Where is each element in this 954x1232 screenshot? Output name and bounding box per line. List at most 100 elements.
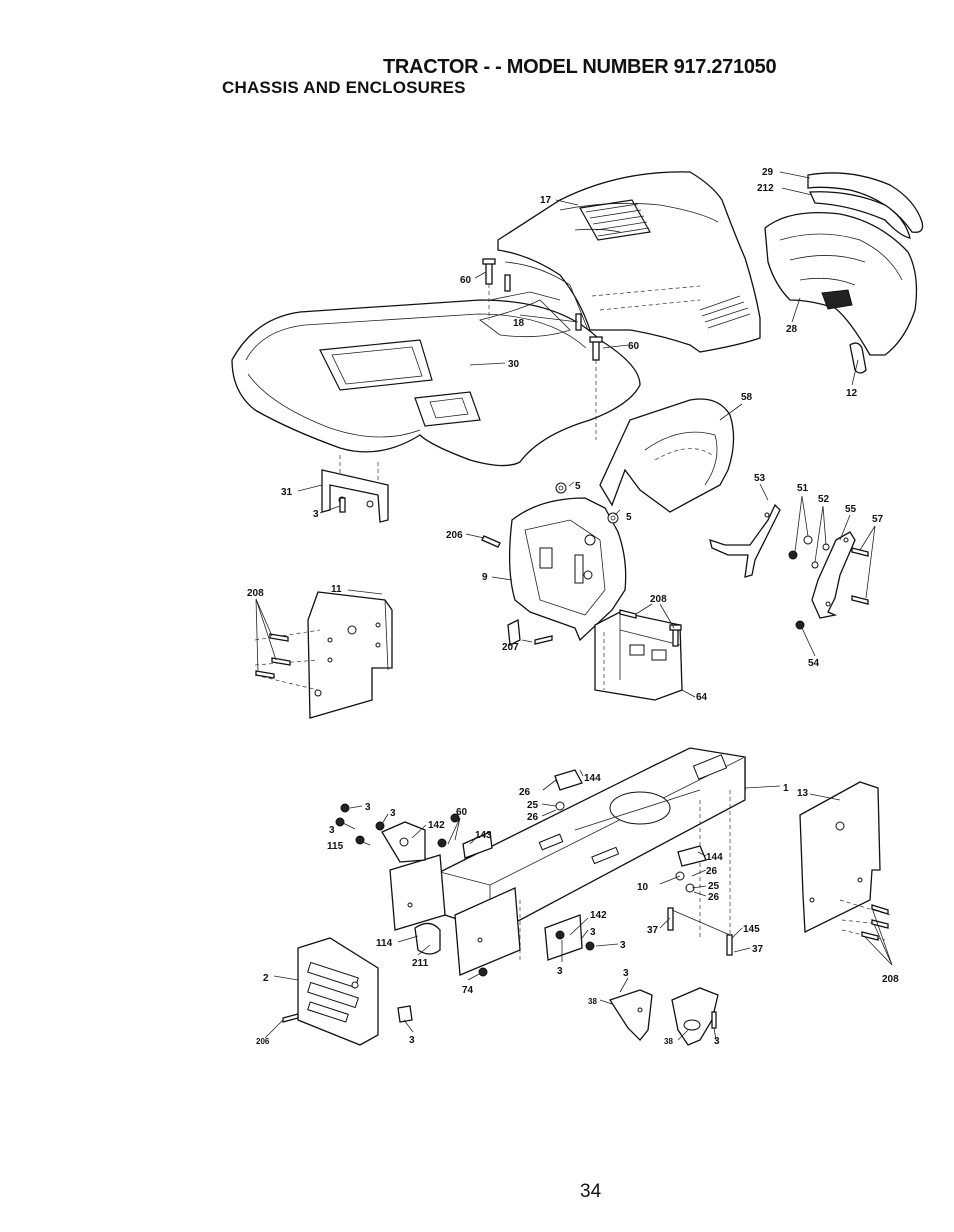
callout-51: 51 xyxy=(797,483,809,494)
heat-shield-part xyxy=(599,398,735,513)
callout-58: 58 xyxy=(741,392,753,403)
hood-part xyxy=(497,171,761,353)
bracket-55-part xyxy=(811,531,856,619)
callout-74: 74 xyxy=(462,985,474,996)
callout-3: 3 xyxy=(714,1036,720,1047)
callout-26: 26 xyxy=(527,812,539,823)
hood-grille xyxy=(579,199,651,241)
callout-206: 206 xyxy=(256,1037,270,1046)
callout-31: 31 xyxy=(281,487,293,498)
dash-panel-part xyxy=(508,497,627,642)
callout-206: 206 xyxy=(446,530,463,541)
hood-side-vents xyxy=(699,295,751,329)
frame-side-panels xyxy=(389,854,583,976)
callout-26: 26 xyxy=(706,866,718,877)
callout-3: 3 xyxy=(590,927,596,938)
callout-37: 37 xyxy=(752,944,764,955)
callout-64: 64 xyxy=(696,692,708,703)
callout-208: 208 xyxy=(882,974,899,985)
callout-17: 17 xyxy=(540,195,552,206)
bolt-60-upper xyxy=(482,258,496,320)
main-frame-part xyxy=(439,747,746,960)
screws-208-right xyxy=(861,904,889,941)
bracket-144-top xyxy=(554,769,583,791)
callout-55: 55 xyxy=(845,504,857,515)
screws-206-front xyxy=(282,1005,413,1023)
callout-207: 207 xyxy=(502,642,519,653)
callout-3: 3 xyxy=(409,1035,415,1046)
callout-18: 18 xyxy=(513,318,525,329)
callout-38: 38 xyxy=(664,1037,673,1046)
page-title: TRACTOR - - MODEL NUMBER 917.271050 xyxy=(383,56,777,78)
callout-3: 3 xyxy=(313,509,319,520)
callout-13: 13 xyxy=(797,788,809,799)
callout-25: 25 xyxy=(708,881,720,892)
callout-60: 60 xyxy=(456,807,468,818)
screws-206-left xyxy=(255,633,291,679)
callout-5: 5 xyxy=(575,481,581,492)
callout-9: 9 xyxy=(482,572,488,583)
callout-142: 142 xyxy=(428,820,445,831)
callout-26: 26 xyxy=(519,787,531,798)
bracket-142-left xyxy=(381,821,426,863)
callout-3: 3 xyxy=(329,825,335,836)
callout-28: 28 xyxy=(786,324,798,335)
screws-207 xyxy=(507,618,553,647)
callout-labels: 29 212 17 60 18 60 30 28 12 58 31 3 5 5 … xyxy=(247,167,899,1047)
screws-208-mid xyxy=(619,609,682,647)
callout-60: 60 xyxy=(460,275,472,286)
bracket-144-right xyxy=(677,845,707,867)
callout-208: 208 xyxy=(650,594,667,605)
callout-10: 10 xyxy=(637,882,649,893)
hardware-51-52-57 xyxy=(788,535,869,630)
callout-30: 30 xyxy=(508,359,520,370)
bracket-38-left xyxy=(609,989,653,1041)
instrument-bracket-part xyxy=(594,611,683,701)
callout-53: 53 xyxy=(754,473,766,484)
callout-144: 144 xyxy=(706,852,723,863)
fender-deck-part xyxy=(231,299,641,480)
callout-3: 3 xyxy=(557,966,563,977)
callout-37: 37 xyxy=(647,925,659,936)
callout-3: 3 xyxy=(365,802,371,813)
callout-208: 208 xyxy=(247,588,264,599)
left-side-panel-part xyxy=(254,591,393,719)
bolt-60-lower xyxy=(589,336,603,440)
callout-3: 3 xyxy=(390,808,396,819)
callout-leaders xyxy=(255,171,893,1041)
right-side-panel-part xyxy=(799,781,891,941)
callout-25: 25 xyxy=(527,800,539,811)
page-number: 34 xyxy=(580,1181,602,1202)
callout-29: 29 xyxy=(762,167,774,178)
callout-115: 115 xyxy=(327,841,344,852)
callout-144: 144 xyxy=(584,773,601,784)
callout-11: 11 xyxy=(331,584,342,595)
callout-2: 2 xyxy=(263,973,269,984)
page-subtitle: CHASSIS AND ENCLOSURES xyxy=(222,78,466,97)
callout-12: 12 xyxy=(846,388,858,399)
bracket-143 xyxy=(462,831,493,859)
front-plate-part xyxy=(297,937,379,1046)
callout-3: 3 xyxy=(620,940,626,951)
bolt-5-right xyxy=(607,512,619,524)
bracket-114 xyxy=(414,922,441,955)
bolt-5-left xyxy=(555,482,567,494)
callout-143: 143 xyxy=(475,830,492,841)
front-grille-assembly xyxy=(764,172,924,374)
callout-52: 52 xyxy=(818,494,830,505)
callout-212: 212 xyxy=(757,183,774,194)
hood-pivot-pins-18 xyxy=(504,274,582,331)
callout-60: 60 xyxy=(628,341,640,352)
screw-206-upper xyxy=(481,535,501,548)
callout-54: 54 xyxy=(808,658,820,669)
callout-26: 26 xyxy=(708,892,720,903)
callout-145: 145 xyxy=(743,924,760,935)
callout-3: 3 xyxy=(623,968,629,979)
callout-211: 211 xyxy=(412,958,429,969)
callout-5: 5 xyxy=(626,512,632,523)
callout-1: 1 xyxy=(783,783,789,794)
callout-57: 57 xyxy=(872,514,884,525)
callout-38: 38 xyxy=(588,997,597,1006)
